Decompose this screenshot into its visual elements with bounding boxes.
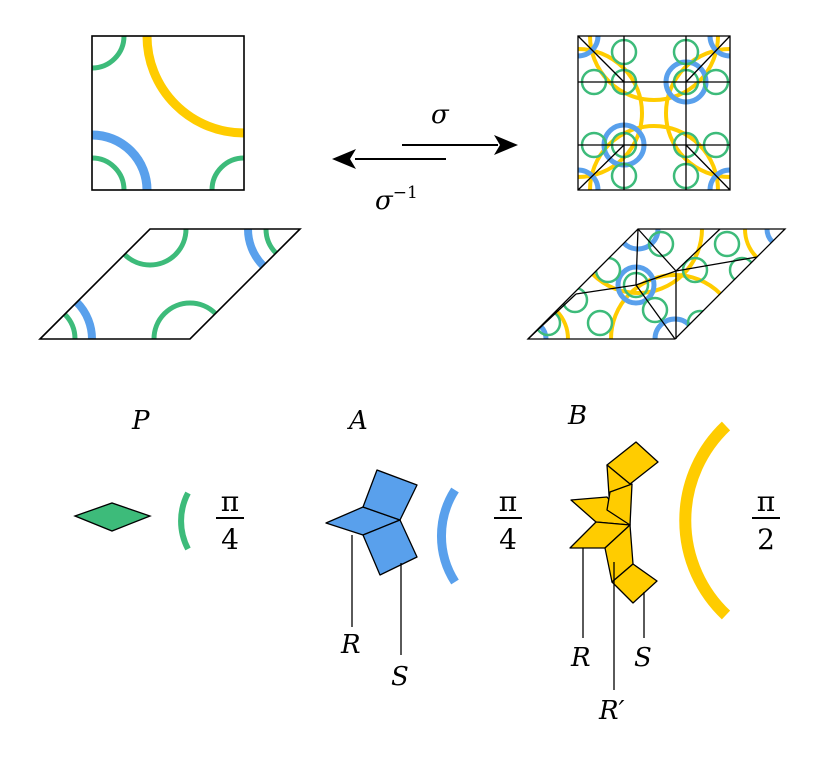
label-P: P — [131, 406, 150, 436]
prototile-A-blue — [325, 469, 418, 576]
label-R-A: R — [340, 630, 361, 660]
svg-text:π: π — [499, 485, 517, 518]
square-tile-right-subdivided — [577, 35, 731, 191]
svg-text:4: 4 — [499, 523, 517, 556]
square-tile-left — [91, 35, 245, 191]
blue-angle-arc — [437, 487, 459, 585]
label-S-A: S — [391, 662, 409, 692]
green-angle-arc — [178, 491, 191, 551]
sigma-inverse-arrow — [332, 149, 446, 169]
sigma-forward-arrow — [402, 135, 518, 155]
fraction-blue: π 4 — [494, 485, 522, 556]
prototile-B-yellow — [569, 441, 659, 604]
square-outline — [91, 35, 245, 191]
svg-text:4: 4 — [221, 523, 239, 556]
svg-text:π: π — [221, 485, 239, 518]
label-R-prime-B: R′ — [598, 696, 625, 726]
rhombus-outline — [38, 228, 302, 340]
label-A: A — [347, 406, 368, 436]
rhombus-tile-left — [38, 228, 302, 340]
svg-text:π: π — [757, 485, 775, 518]
svg-text:2: 2 — [757, 523, 775, 556]
fraction-yellow: π 2 — [752, 485, 780, 556]
sigma-label: σ — [431, 100, 450, 130]
prototile-P-green-rhombus — [73, 502, 152, 532]
label-S-B: S — [634, 643, 652, 673]
yellow-angle-arc — [679, 421, 731, 620]
fraction-green: π 4 — [216, 485, 244, 556]
rhombus-tile-right-subdivided — [526, 228, 787, 340]
sigma-inverse-label: σ−1 — [375, 183, 418, 216]
label-R-B: R — [570, 643, 591, 673]
label-B: B — [567, 401, 587, 431]
